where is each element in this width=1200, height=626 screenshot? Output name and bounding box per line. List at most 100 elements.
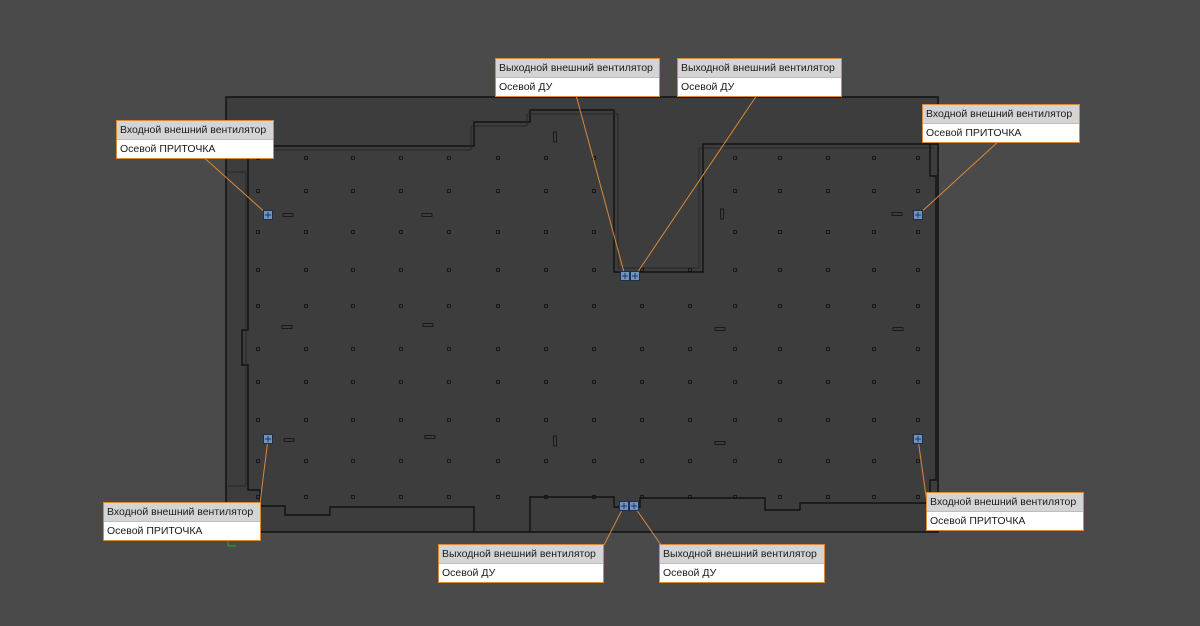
callout-supply-fan-top-right[interactable]: Входной внешний вентилятор Осевой ПРИТОЧ…: [922, 104, 1080, 143]
column-mark: [826, 189, 830, 193]
callout-title: Выходной внешний вентилятор: [439, 545, 603, 564]
column-mark: [916, 495, 920, 499]
column-mark: [447, 418, 451, 422]
column-mark: [826, 304, 830, 308]
column-mark: [688, 380, 692, 384]
column-mark: [351, 495, 355, 499]
column-mark: [351, 418, 355, 422]
column-mark: [688, 459, 692, 463]
column-mark: [733, 304, 737, 308]
column-mark: [640, 347, 644, 351]
callout-subtitle: Осевой ДУ: [681, 81, 735, 93]
beam-mark: [421, 213, 433, 217]
column-mark: [256, 459, 260, 463]
column-mark: [826, 347, 830, 351]
column-mark: [733, 189, 737, 193]
column-mark: [351, 189, 355, 193]
column-mark: [399, 495, 403, 499]
callout-subtitle: Осевой ПРИТОЧКА: [120, 143, 216, 155]
beam-mark: [553, 435, 557, 447]
beam-mark: [714, 441, 726, 445]
callout-title: Входной внешний вентилятор: [927, 493, 1083, 512]
column-mark: [916, 459, 920, 463]
column-mark: [304, 230, 308, 234]
leader-line: [634, 94, 758, 277]
inner-wall-offset: [252, 113, 934, 269]
column-mark: [872, 189, 876, 193]
column-mark: [778, 459, 782, 463]
column-mark: [640, 495, 644, 499]
column-mark: [256, 304, 260, 308]
column-mark: [399, 230, 403, 234]
column-mark: [447, 495, 451, 499]
column-mark: [778, 304, 782, 308]
column-mark: [592, 347, 596, 351]
column-mark: [399, 304, 403, 308]
column-mark: [447, 230, 451, 234]
column-mark: [826, 459, 830, 463]
column-mark: [640, 459, 644, 463]
column-mark: [872, 380, 876, 384]
callout-title: Выходной внешний вентилятор: [678, 59, 841, 78]
leader-line: [199, 153, 269, 216]
column-mark: [544, 268, 548, 272]
column-mark: [733, 380, 737, 384]
callout-exhaust-fan-top-1[interactable]: Выходной внешний вентилятор Осевой ДУ: [495, 58, 660, 97]
column-mark: [304, 156, 308, 160]
column-mark: [592, 459, 596, 463]
column-mark: [916, 268, 920, 272]
column-mark: [351, 268, 355, 272]
callout-exhaust-fan-top-2[interactable]: Выходной внешний вентилятор Осевой ДУ: [677, 58, 842, 97]
column-mark: [916, 156, 920, 160]
callout-supply-fan-bottom-right[interactable]: Входной внешний вентилятор Осевой ПРИТОЧ…: [926, 492, 1084, 531]
column-mark: [447, 380, 451, 384]
callout-exhaust-fan-bottom-1[interactable]: Выходной внешний вентилятор Осевой ДУ: [438, 544, 604, 583]
callout-exhaust-fan-bottom-2[interactable]: Выходной внешний вентилятор Осевой ДУ: [659, 544, 825, 583]
column-mark: [640, 418, 644, 422]
column-mark: [256, 495, 260, 499]
column-mark: [351, 156, 355, 160]
column-mark: [778, 418, 782, 422]
column-mark: [916, 189, 920, 193]
column-mark: [304, 189, 308, 193]
column-mark: [256, 347, 260, 351]
column-mark: [256, 230, 260, 234]
column-mark: [256, 418, 260, 422]
callout-subtitle: Осевой ДУ: [442, 567, 496, 579]
column-mark: [872, 268, 876, 272]
column-mark: [351, 230, 355, 234]
column-mark: [544, 304, 548, 308]
column-mark: [351, 459, 355, 463]
column-mark: [399, 418, 403, 422]
column-mark: [778, 156, 782, 160]
column-mark: [592, 418, 596, 422]
column-mark: [688, 268, 692, 272]
column-mark: [399, 268, 403, 272]
beam-marks: [281, 131, 904, 447]
column-mark: [399, 189, 403, 193]
column-mark: [733, 268, 737, 272]
building-outline: [225, 96, 939, 533]
beam-mark: [281, 325, 293, 329]
column-mark: [447, 189, 451, 193]
beam-mark: [714, 327, 726, 331]
column-mark: [640, 380, 644, 384]
column-mark: [544, 459, 548, 463]
column-mark: [544, 495, 548, 499]
column-mark: [496, 268, 500, 272]
column-mark: [592, 380, 596, 384]
callout-supply-fan-bottom-left[interactable]: Входной внешний вентилятор Осевой ПРИТОЧ…: [103, 502, 261, 541]
column-mark: [916, 347, 920, 351]
column-mark: [447, 156, 451, 160]
column-mark: [544, 380, 548, 384]
leader-line: [259, 438, 269, 504]
column-mark: [592, 189, 596, 193]
beam-mark: [422, 323, 434, 327]
column-mark: [399, 459, 403, 463]
callout-supply-fan-top-left[interactable]: Входной внешний вентилятор Осевой ПРИТОЧ…: [116, 120, 274, 159]
column-mark: [496, 230, 500, 234]
column-mark: [304, 459, 308, 463]
column-mark: [872, 230, 876, 234]
callout-subtitle: Осевой ПРИТОЧКА: [930, 515, 1026, 527]
beam-mark: [282, 213, 294, 217]
